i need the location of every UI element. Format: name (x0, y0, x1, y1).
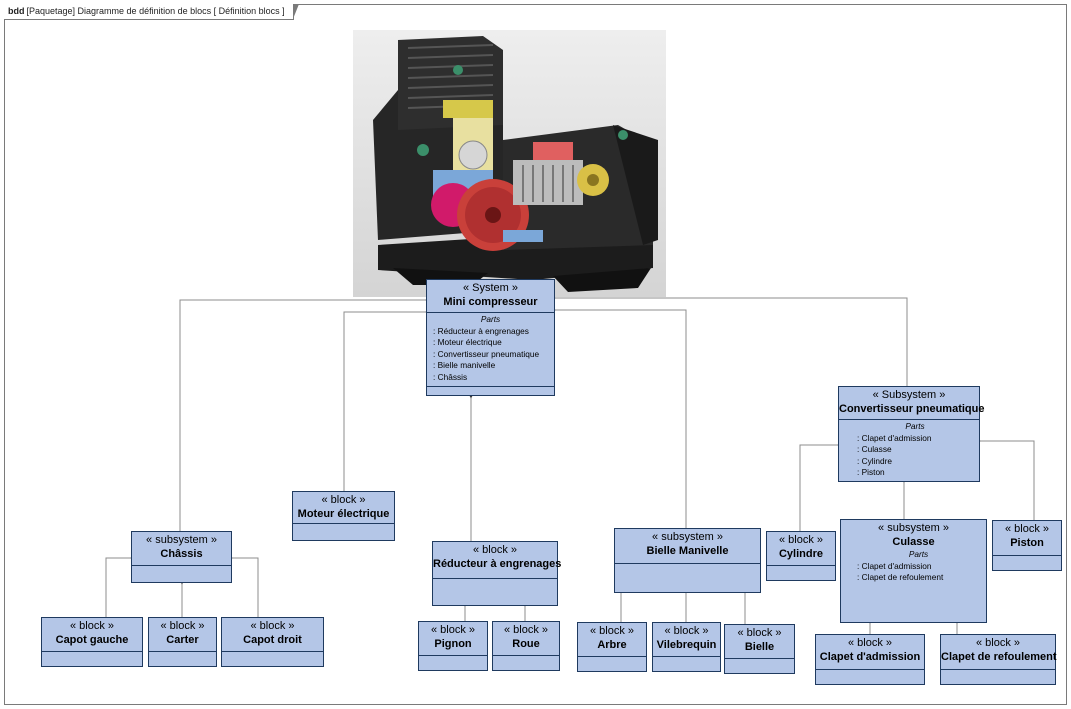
link-bielle-manivelle (543, 306, 687, 528)
block-culasse[interactable]: « subsystem » Culasse Parts : Clapet d'a… (840, 519, 987, 623)
block-name: Châssis (160, 548, 203, 560)
block-stereotype: « block » (69, 620, 115, 632)
block-stereotype: « block » (664, 625, 709, 637)
block-name: Capot droit (243, 634, 302, 646)
block-name: Clapet de refoulement (941, 651, 1057, 663)
block-name: Clapet d'admission (819, 651, 921, 663)
link-chassis (179, 296, 438, 531)
block-bielle[interactable]: « block » Bielle (724, 624, 795, 674)
block-stereotype: « block » (503, 624, 549, 636)
block-cylindre[interactable]: « block » Cylindre (766, 531, 836, 581)
block-chassis[interactable]: « subsystem » Châssis (131, 531, 232, 583)
part-item: : Piston (857, 467, 885, 477)
parts-compartment: Parts : Clapet d'admission : Clapet de r… (841, 549, 986, 586)
block-name: Capot gauche (55, 634, 129, 646)
parts-compartment: Parts : Réducteur à engrenages : Moteur … (427, 313, 554, 385)
block-stereotype: « block » (847, 637, 893, 649)
parts-compartment: Parts : Clapet d'admission : Culasse : C… (839, 420, 979, 481)
block-stereotype: « block » (975, 637, 1021, 649)
block-name: Bielle Manivelle (646, 545, 729, 557)
frame-title: [Paquetage] Diagramme de définition de b… (26, 6, 285, 16)
block-stereotype: « block » (472, 544, 518, 556)
block-name: Convertisseur pneumatique (839, 403, 985, 415)
link-convertisseur (543, 294, 908, 386)
link-moteur (343, 308, 438, 491)
block-stereotype: « block » (160, 620, 205, 632)
block-name: Carter (166, 634, 199, 646)
block-stereotype: « Subsystem » (872, 389, 946, 401)
frame-header: bdd[Paquetage] Diagramme de définition d… (4, 4, 299, 20)
block-stereotype: « subsystem » (878, 522, 949, 534)
block-stereotype: « block » (250, 620, 295, 632)
block-stereotype: « block » (737, 627, 782, 639)
block-stereotype: « block » (589, 625, 635, 637)
part-item: : Châssis (433, 371, 468, 382)
block-mini-compresseur[interactable]: « System » Mini compresseur Parts : Rédu… (426, 279, 555, 396)
block-capot-gauche[interactable]: « block » Capot gauche (41, 617, 143, 667)
part-item: : Cylindre (857, 455, 893, 466)
block-name: Réducteur à engrenages (433, 558, 562, 570)
part-item: : Clapet de refoulement (857, 572, 944, 582)
compressor-cutaway-image (353, 30, 666, 297)
block-stereotype: « block » (1004, 523, 1050, 535)
block-stereotype: « block » (778, 534, 824, 546)
block-name: Moteur électrique (297, 508, 390, 520)
block-name: Culasse (892, 536, 935, 548)
diagram-frame (4, 4, 1067, 705)
part-item: : Clapet d'admission (857, 560, 932, 571)
parts-heading: Parts (908, 549, 929, 559)
block-clapet-refoulement[interactable]: « block » Clapet de refoulement (940, 634, 1057, 685)
part-item: : Convertisseur pneumatique (433, 348, 540, 359)
block-pignon[interactable]: « block » Pignon (418, 621, 488, 671)
block-arbre[interactable]: « block » Arbre (577, 622, 647, 672)
block-name: Cylindre (778, 548, 823, 560)
block-name: Pignon (434, 638, 472, 650)
part-item: : Clapet d'admission (857, 432, 932, 443)
block-stereotype: « System » (462, 282, 519, 294)
link-capot-gauche (105, 554, 143, 617)
block-reducteur-engrenages[interactable]: « block » Réducteur à engrenages (432, 541, 562, 606)
link-piston (968, 437, 1035, 520)
part-item: : Culasse (857, 444, 892, 454)
block-name: Piston (1010, 537, 1044, 549)
frame-kind: bdd (8, 6, 25, 16)
block-name: Roue (512, 638, 540, 650)
block-stereotype: « subsystem » (146, 534, 217, 546)
block-name: Bielle (744, 641, 775, 653)
block-stereotype: « subsystem » (652, 531, 723, 543)
block-name: Mini compresseur (443, 296, 538, 308)
block-capot-droit[interactable]: « block » Capot droit (221, 617, 324, 667)
parts-heading: Parts (480, 314, 501, 324)
part-item: : Moteur électrique (433, 337, 502, 347)
block-name: Vilebrequin (656, 639, 717, 651)
part-item: : Bielle manivelle (433, 360, 496, 370)
block-stereotype: « block » (430, 624, 476, 636)
block-clapet-admission[interactable]: « block » Clapet d'admission (815, 634, 925, 685)
block-moteur-electrique[interactable]: « block » Moteur électrique (292, 491, 395, 541)
block-vilebrequin[interactable]: « block » Vilebrequin (652, 622, 721, 672)
block-name: Arbre (597, 639, 627, 651)
block-convertisseur-pneumatique[interactable]: « Subsystem » Convertisseur pneumatique … (838, 386, 985, 482)
part-item: : Réducteur à engrenages (433, 325, 529, 336)
parts-heading: Parts (905, 421, 925, 431)
block-stereotype: « block » (321, 494, 366, 506)
block-bielle-manivelle[interactable]: « subsystem » Bielle Manivelle (614, 528, 761, 593)
block-piston[interactable]: « block » Piston (992, 520, 1062, 571)
link-cylindre (799, 441, 850, 531)
link-capot-droit (220, 554, 259, 617)
block-roue[interactable]: « block » Roue (492, 621, 560, 671)
block-carter[interactable]: « block » Carter (148, 617, 217, 667)
